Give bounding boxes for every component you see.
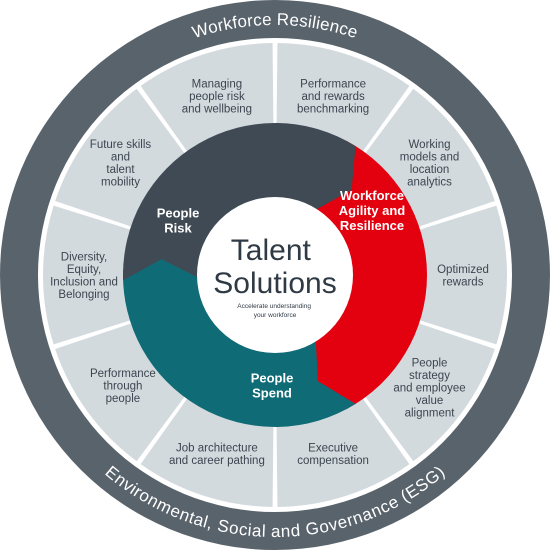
- center-subtitle-line-1: Accelerate understanding: [237, 303, 311, 310]
- core-label-people-spend-line-2: Spend: [252, 386, 292, 401]
- segment-label-3-line-1: Optimized: [437, 264, 489, 276]
- segment-label-10-line-2: people risk: [189, 91, 245, 103]
- segment-label-2-line-1: Working: [409, 139, 451, 151]
- segment-8: [43, 205, 142, 345]
- segment-label-6-line-2: and career pathing: [169, 455, 265, 467]
- segment-label-5-line-2: compensation: [297, 455, 369, 467]
- core-label-workforce-agility-line-1: Workforce: [340, 188, 404, 203]
- core-label-workforce-agility-line-3: Resilience: [340, 218, 404, 233]
- segment-label-4-line-1: People: [412, 357, 448, 369]
- segment-label-9-line-3: talent: [106, 164, 135, 176]
- center-subtitle: Accelerate understanding your workforce: [237, 303, 313, 319]
- segment-label-4-line-2: strategy: [409, 370, 450, 382]
- segment-label-8-line-1: Diversity,: [61, 251, 107, 263]
- segment-label-1-line-1: Performance: [300, 79, 366, 91]
- core-label-people-risk-line-1: People: [157, 206, 200, 221]
- core-ring: [123, 123, 428, 428]
- segment-label-1-line-2: and rewards: [301, 91, 365, 103]
- core-label-workforce-agility-line-2: Agility and: [339, 203, 406, 218]
- segment-label-4-line-3: and employee: [393, 382, 465, 394]
- segment-label-5-line-1: Executive: [308, 443, 358, 455]
- segment-label-9-line-4: mobility: [101, 176, 140, 188]
- core-people-spend: [123, 251, 356, 428]
- center-title: Talent Solutions: [213, 234, 336, 300]
- segment-label-7-line-2: through: [103, 381, 142, 393]
- center-circle: [197, 197, 353, 353]
- segment-label-4-line-4: value: [416, 395, 444, 407]
- segment-label-4-line-5: alignment: [405, 407, 456, 419]
- segment-label-9-line-2: and: [111, 151, 130, 163]
- segment-label-1-line-3: benchmarking: [297, 104, 369, 116]
- core-workforce-agility: [310, 140, 428, 410]
- segment-label-2-line-2: models and: [400, 151, 459, 163]
- core-label-people-spend-line-1: People: [251, 371, 294, 386]
- center-title-line-2: Solutions: [213, 267, 336, 300]
- segment-label-3-line-2: rewards: [443, 276, 484, 288]
- center-subtitle-line-2: your workforce: [254, 312, 297, 319]
- center-title-line-1: Talent: [231, 234, 312, 267]
- core-label-people-risk-line-2: Risk: [164, 221, 192, 236]
- segment-label-8-line-4: Belonging: [58, 289, 109, 301]
- segment-label-2-line-4: analytics: [407, 176, 452, 188]
- segment-label-8-line-2: Equity,: [67, 264, 101, 276]
- segment-label-10-line-3: and wellbeing: [182, 104, 252, 116]
- segment-label-7-line-1: Performance: [90, 368, 156, 380]
- core-people-risk: [123, 123, 356, 281]
- segment-label-9-line-1: Future skills: [90, 139, 152, 151]
- segment-label-2-line-3: location: [410, 164, 450, 176]
- segment-label-7-line-3: people: [106, 393, 141, 405]
- segment-label-10-line-1: Managing: [192, 79, 243, 91]
- segment-label-6-line-1: Job architecture: [176, 443, 258, 455]
- segment-3: [408, 205, 507, 345]
- segment-label-8-line-3: Inclusion and: [50, 276, 118, 288]
